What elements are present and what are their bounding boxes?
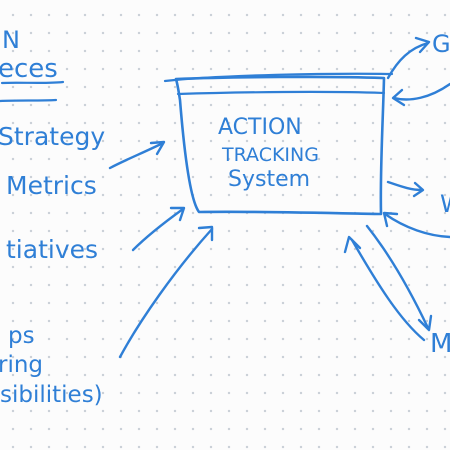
left-item-initiatives: tiatives xyxy=(6,235,98,264)
right-item-g: G xyxy=(432,30,450,58)
arrow-strategy-to-box xyxy=(108,141,165,170)
arrow-strategy-head xyxy=(149,140,166,156)
left-heading-line1: N xyxy=(2,26,20,54)
box-line-tracking: TRACKING xyxy=(221,144,319,166)
left-item-apps: ps xyxy=(8,323,35,349)
box-line-action: ACTION xyxy=(218,115,302,140)
left-item-sharing: ring xyxy=(0,352,43,378)
right-item-w: W xyxy=(440,190,450,218)
arrow-box-to-g xyxy=(386,41,430,80)
arrow-box-to-m-head xyxy=(417,314,433,332)
central-box-inner-line xyxy=(176,90,386,96)
right-item-m: M xyxy=(430,329,450,359)
arrow-m-to-box xyxy=(350,238,426,342)
heading-underline-top xyxy=(0,80,65,85)
arrow-box-to-m xyxy=(365,224,430,330)
arrow-initiatives-head xyxy=(169,206,186,222)
box-line-system: System xyxy=(228,167,310,192)
arrow-m-to-box-head xyxy=(343,235,362,254)
arrow-box-to-w-head xyxy=(412,181,425,198)
heading-underline-bottom xyxy=(0,98,58,103)
left-heading-line2: eces xyxy=(0,54,58,84)
central-box-outline xyxy=(174,75,386,216)
arrow-g-to-box xyxy=(392,82,450,101)
arrow-responsibilities-head xyxy=(197,225,214,242)
arrow-w-to-box-head xyxy=(382,211,399,228)
arrow-w-to-box xyxy=(383,212,450,239)
arrow-g-to-box-head xyxy=(391,88,406,107)
arrow-box-to-g-head xyxy=(414,36,431,54)
arrow-box-to-w xyxy=(386,180,424,192)
left-item-strategy: Strategy xyxy=(0,122,105,151)
central-box-top-stroke xyxy=(163,72,394,83)
arrow-initiatives-to-box xyxy=(131,207,185,252)
left-item-responsibilities: sibilities) xyxy=(0,382,103,408)
arrow-responsibilities-to-box xyxy=(118,227,214,359)
left-item-metrics: Metrics xyxy=(6,171,97,200)
